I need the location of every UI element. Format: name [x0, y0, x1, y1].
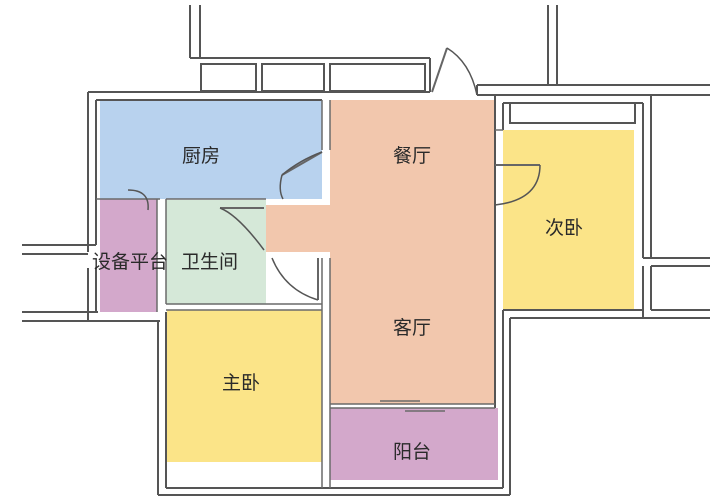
- second-bedroom-area: [503, 130, 634, 310]
- exterior-walls: [22, 5, 710, 496]
- kitchen-area: [100, 101, 322, 199]
- bathroom-label: 卫生间: [181, 251, 238, 273]
- master-bedroom-label: 主卧: [222, 372, 260, 394]
- living-label: 客厅: [393, 317, 431, 339]
- master-bedroom-area: [167, 310, 322, 462]
- kitchen-label: 厨房: [182, 145, 220, 167]
- dining-living-area: [266, 100, 495, 404]
- utility-platform-label: 设备平台: [92, 251, 168, 273]
- interior-walls: [96, 100, 503, 488]
- second-bedroom-label: 次卧: [545, 217, 583, 239]
- balcony-label: 阳台: [393, 441, 431, 463]
- balcony-area: [330, 408, 498, 480]
- utility-platform-area: [100, 199, 157, 312]
- bathroom-area: [166, 200, 266, 304]
- doors: [127, 47, 541, 412]
- dining-label: 餐厅: [393, 145, 431, 167]
